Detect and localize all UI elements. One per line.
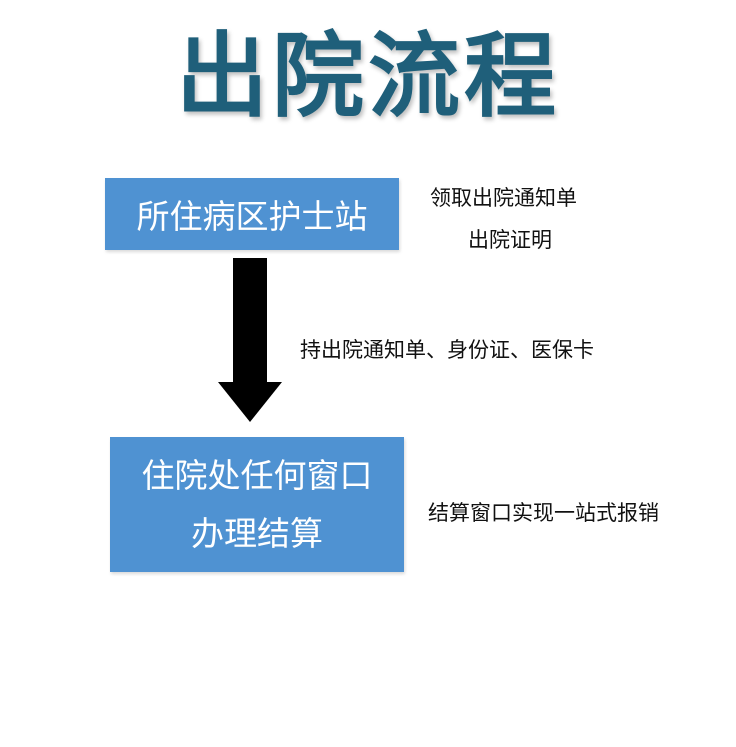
step-label-line: 办理结算 [191, 513, 323, 553]
step1-note-discharge-certificate: 出院证明 [468, 228, 552, 252]
transition-note-required-documents: 持出院通知单、身份证、医保卡 [300, 338, 594, 362]
step1-note-discharge-notice: 领取出院通知单 [430, 186, 577, 210]
step-label: 所住病区护士站 [136, 197, 368, 236]
step-box-billing-window: 住院处任何窗口 办理结算 [110, 437, 404, 572]
step-box-nurse-station: 所住病区护士站 [105, 178, 399, 250]
step-label-line: 住院处任何窗口 [141, 455, 373, 495]
down-arrow-icon [218, 258, 282, 422]
page-title: 出院流程 [175, 23, 560, 130]
step2-note-one-stop-reimbursement: 结算窗口实现一站式报销 [428, 501, 659, 525]
